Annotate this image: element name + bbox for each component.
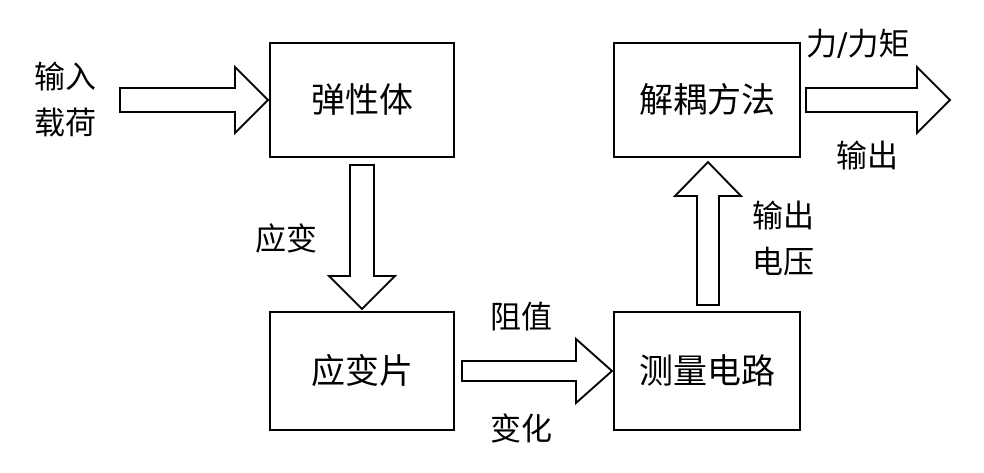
arrow-strain-gauge-to-circuit [461, 336, 614, 406]
label-change: 变化 [490, 412, 552, 448]
arrow-elastic-body-to-strain-gauge [326, 164, 398, 311]
box-strain-gauge: 应变片 [269, 311, 455, 431]
label-output-voltage-line2: 电压 [752, 245, 814, 281]
label-resistance: 阻值 [490, 300, 552, 336]
box-strain-gauge-label: 应变片 [311, 352, 413, 392]
box-measurement-circuit: 测量电路 [613, 311, 801, 431]
box-decoupling-method-label: 解耦方法 [639, 81, 775, 121]
box-elastic-body: 弹性体 [269, 42, 455, 158]
box-measurement-circuit-label: 测量电路 [639, 352, 775, 392]
arrow-input-to-elastic-body [119, 64, 270, 136]
label-input-line2: 载荷 [34, 106, 96, 142]
arrow-circuit-to-decoupling [672, 160, 744, 306]
label-output-voltage-line1: 输出 [752, 199, 814, 235]
label-strain: 应变 [255, 222, 317, 258]
label-force-torque: 力/力矩 [806, 27, 909, 63]
box-decoupling-method: 解耦方法 [613, 42, 801, 158]
label-output: 输出 [836, 139, 898, 175]
box-elastic-body-label: 弹性体 [311, 81, 413, 121]
arrow-decoupling-to-output [805, 64, 952, 136]
label-input-line1: 输入 [34, 60, 96, 96]
